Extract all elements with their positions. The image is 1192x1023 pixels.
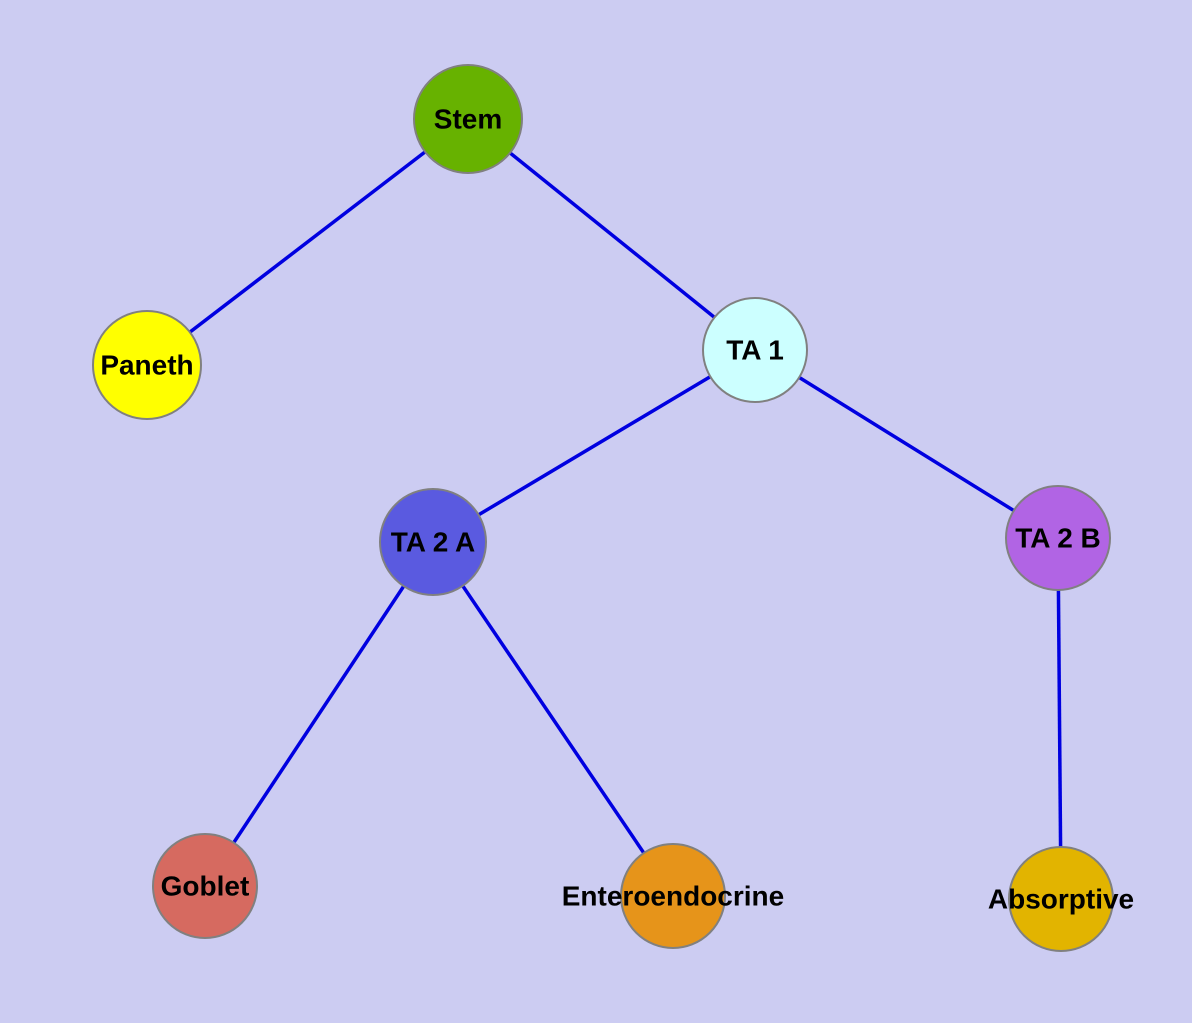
- node-stem: Stem: [413, 64, 523, 174]
- node-goblet: Goblet: [152, 833, 258, 939]
- node-ta-2-a: TA 2 A: [379, 488, 487, 596]
- node-label-absorptive: Absorptive: [988, 883, 1134, 914]
- node-label-enteroendocrine: Enteroendocrine: [562, 880, 784, 911]
- node-label-stem: Stem: [434, 103, 502, 134]
- node-label-ta-1: TA 1: [726, 334, 784, 365]
- node-circle-paneth: [92, 310, 202, 420]
- edge-layer: [145, 117, 1063, 900]
- node-circle-ta-1: [702, 297, 808, 403]
- edge-stem-ta-1: [466, 117, 757, 352]
- edge-stem-paneth: [145, 117, 470, 367]
- node-ta-2-b: TA 2 B: [1005, 485, 1111, 591]
- node-circle-stem: [413, 64, 523, 174]
- edge-ta-1-ta-2-a: [432, 348, 756, 544]
- node-enteroendocrine: Enteroendocrine: [562, 843, 784, 949]
- node-label-ta-2-a: TA 2 A: [391, 526, 476, 557]
- node-label-ta-2-b: TA 2 B: [1015, 522, 1101, 553]
- node-circle-enteroendocrine: [620, 843, 726, 949]
- node-paneth: Paneth: [92, 310, 202, 420]
- node-absorptive: Absorptive: [988, 846, 1134, 952]
- edge-ta-2-a-goblet: [203, 541, 435, 887]
- node-label-paneth: Paneth: [100, 349, 193, 380]
- node-ta-1: TA 1: [702, 297, 808, 403]
- node-circle-ta-2-b: [1005, 485, 1111, 591]
- node-circle-goblet: [152, 833, 258, 939]
- edge-ta-2-b-absorptive: [1056, 537, 1063, 900]
- node-label-goblet: Goblet: [161, 870, 250, 901]
- edge-ta-2-a-enteroendocrine: [431, 541, 675, 897]
- node-circle-absorptive: [1008, 846, 1114, 952]
- edge-ta-1-ta-2-b: [754, 348, 1059, 540]
- node-circle-ta-2-a: [379, 488, 487, 596]
